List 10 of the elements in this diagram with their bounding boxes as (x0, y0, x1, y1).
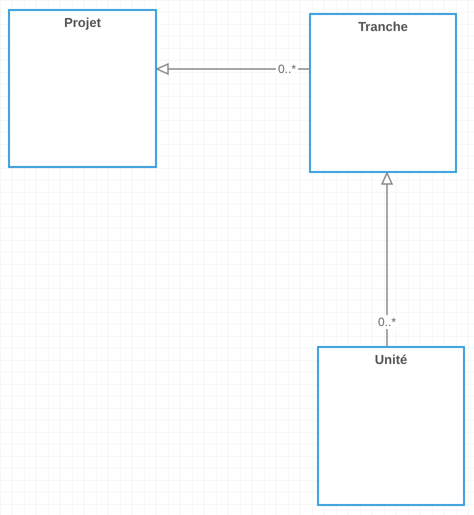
class-box (8, 9, 157, 168)
edge-label: 0..* (376, 315, 398, 329)
class-name: Tranche (358, 19, 408, 35)
class-box (309, 13, 457, 173)
class-name: Unité (374, 352, 408, 368)
arrow (381, 172, 393, 346)
class-name: Projet (64, 15, 101, 31)
edge-label: 0..* (276, 62, 298, 76)
arrow (156, 63, 309, 75)
class-box (317, 346, 465, 506)
